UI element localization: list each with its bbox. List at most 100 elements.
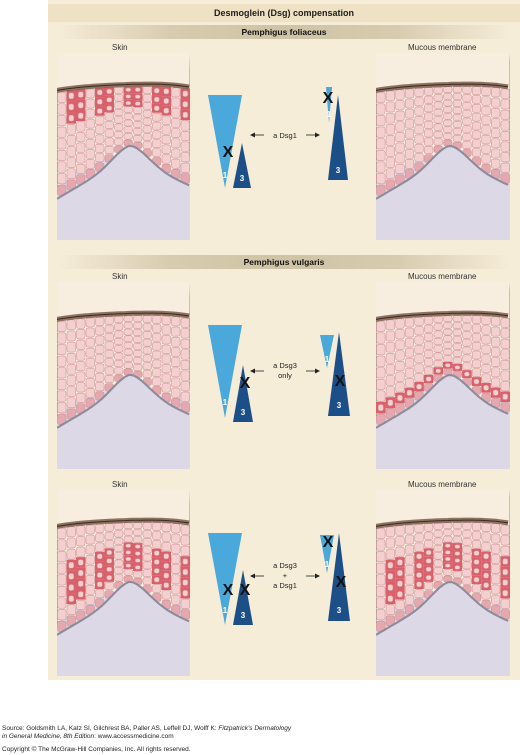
keratinocyte (76, 339, 86, 350)
keratinocyte (171, 158, 181, 169)
keratinocyte (424, 146, 434, 155)
antibody-label: only (278, 371, 292, 380)
keratinocyte (395, 132, 405, 143)
keratinocyte (443, 106, 453, 113)
keratinocyte (114, 130, 124, 139)
keratinocyte (76, 546, 86, 557)
keratinocyte (452, 536, 462, 543)
keratinocyte (462, 354, 472, 363)
keratinocyte (171, 87, 181, 98)
keratinocyte (452, 529, 462, 537)
keratinocyte (85, 544, 95, 555)
keratinocyte (77, 102, 84, 109)
keratinocyte (171, 326, 181, 337)
keratinocyte (142, 141, 152, 149)
keratinocyte (180, 545, 190, 556)
keratinocyte (452, 343, 462, 350)
keratinocyte (66, 604, 76, 616)
keratinocyte (404, 554, 415, 565)
keratinocyte (57, 149, 67, 161)
keratinocyte (425, 550, 432, 556)
arrow-right-head (315, 132, 320, 138)
keratinocyte (471, 130, 482, 140)
keratinocyte (404, 98, 415, 109)
section-2-skin-label: Skin (112, 272, 128, 281)
keratinocyte (500, 381, 510, 392)
keratinocyte (85, 595, 95, 605)
block-mark: X (240, 582, 251, 599)
keratinocyte (376, 355, 386, 367)
keratinocyte (114, 337, 124, 346)
keratinocyte (163, 563, 170, 569)
keratinocyte (152, 368, 162, 377)
keratinocyte (414, 106, 424, 116)
keratinocyte (491, 347, 501, 357)
keratinocyte (125, 550, 132, 555)
keratinocyte (481, 590, 491, 600)
keratinocyte (443, 342, 453, 349)
keratinocyte (161, 363, 171, 374)
keratinocyte (502, 568, 509, 576)
keratinocyte (66, 364, 76, 375)
keratinocyte (414, 317, 424, 326)
keratinocyte (114, 530, 124, 538)
keratinocyte (66, 375, 76, 386)
keratinocyte (404, 118, 415, 129)
keratinocyte (416, 581, 422, 588)
keratinocyte (454, 551, 461, 556)
keratinocyte (471, 121, 482, 131)
keratinocyte (404, 347, 415, 358)
keratinocyte (397, 591, 403, 598)
keratinocyte (85, 317, 95, 328)
keratinocyte (500, 349, 510, 360)
dsg1-triangle-mucosa (326, 87, 332, 123)
keratinocyte (96, 108, 103, 114)
keratinocyte (491, 148, 501, 159)
keratinocyte (404, 108, 415, 119)
section-1-mucosa-label: Mucous membrane (408, 43, 477, 52)
keratinocyte (95, 335, 105, 345)
keratinocyte (133, 114, 143, 121)
keratinocyte (464, 371, 470, 377)
keratinocyte (471, 95, 482, 104)
keratinocyte (385, 364, 395, 375)
keratinocyte (424, 112, 434, 121)
keratinocyte (424, 316, 434, 325)
keratinocyte (376, 585, 386, 597)
keratinocyte (424, 582, 434, 591)
keratinocyte (471, 540, 482, 549)
keratinocyte (414, 115, 424, 125)
keratinocyte (443, 522, 453, 530)
keratinocyte (471, 368, 482, 377)
keratinocyte (462, 346, 472, 355)
keratinocyte (424, 523, 434, 532)
keratinocyte (171, 357, 181, 367)
keratinocyte (123, 522, 133, 530)
keratinocyte (142, 530, 152, 538)
keratinocyte (77, 112, 84, 119)
keratinocyte (452, 107, 462, 114)
keratinocyte (385, 548, 395, 560)
keratinocyte (500, 328, 510, 339)
keratinocyte (433, 108, 443, 117)
keratinocyte (424, 104, 434, 113)
keratinocyte (152, 531, 162, 540)
keratinocyte (106, 558, 113, 564)
background (57, 282, 190, 320)
keratinocyte (125, 87, 132, 92)
keratinocyte (500, 88, 510, 99)
keratinocyte (481, 154, 491, 164)
keratinocyte (133, 529, 143, 537)
keratinocyte (397, 580, 403, 587)
keratinocyte (66, 386, 76, 397)
keratinocyte (462, 330, 472, 339)
keratinocyte (85, 108, 95, 119)
keratinocyte (180, 524, 190, 535)
keratinocyte (395, 350, 405, 361)
keratinocyte (471, 148, 482, 157)
keratinocyte (161, 315, 171, 325)
keratinocyte (123, 342, 133, 349)
keratinocyte (404, 327, 415, 338)
keratinocyte (161, 373, 171, 383)
